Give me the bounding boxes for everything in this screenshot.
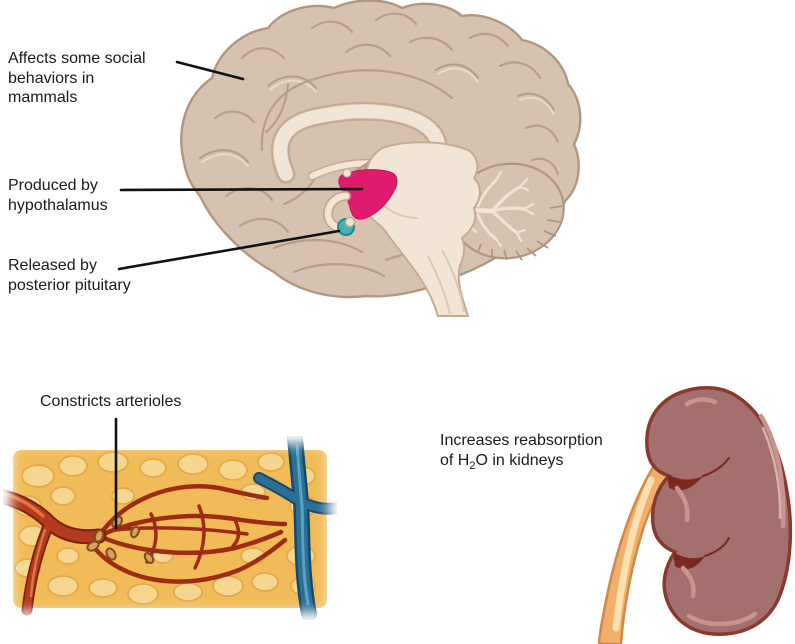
h2o-prefix: of H (440, 451, 470, 469)
kidney-highlights (674, 397, 786, 627)
label-line: Constricts arterioles (40, 393, 182, 410)
posterior-pituitary (337, 216, 356, 236)
label-line: Released by (8, 257, 97, 274)
ureter (597, 462, 673, 644)
label-line: Increases reabsorption (440, 432, 603, 449)
capillary-network (90, 484, 288, 584)
label-produced-by-hypothalamus: Produced by hypothalamus (8, 176, 108, 215)
label-line: mammals (8, 89, 78, 106)
kidney-body (645, 385, 793, 636)
cerebellum-striations (477, 205, 563, 261)
label-line: behaviors in (8, 69, 95, 87)
label-line: Produced by (8, 177, 98, 194)
infundibulum (322, 191, 351, 233)
artery (3, 489, 107, 616)
label-line: of H2O in kidneys (440, 451, 603, 472)
label-line: hypothalamus (8, 196, 108, 214)
label-constricts-arterioles: Constricts arterioles (40, 392, 181, 412)
brain-illustration (180, 0, 582, 317)
vein (253, 436, 337, 620)
kidney-illustration (597, 385, 793, 644)
label-line: posterior pituitary (8, 276, 131, 294)
label-social-behaviors: Affects some social behaviors in mammals (8, 49, 146, 108)
lobe-creases (702, 457, 730, 557)
h2o-subscript: 2 (469, 459, 476, 472)
cortex-sulci (198, 12, 560, 278)
label-kidney-reabsorption: Increases reabsorption of H2O in kidneys (440, 431, 603, 472)
label-line: Affects some social (8, 50, 146, 67)
h2o-suffix: O in kidneys (475, 451, 564, 469)
kidney-shine (761, 426, 782, 520)
capillary-bed-illustration (3, 436, 337, 620)
label-released-by-pituitary: Released by posterior pituitary (8, 256, 131, 295)
